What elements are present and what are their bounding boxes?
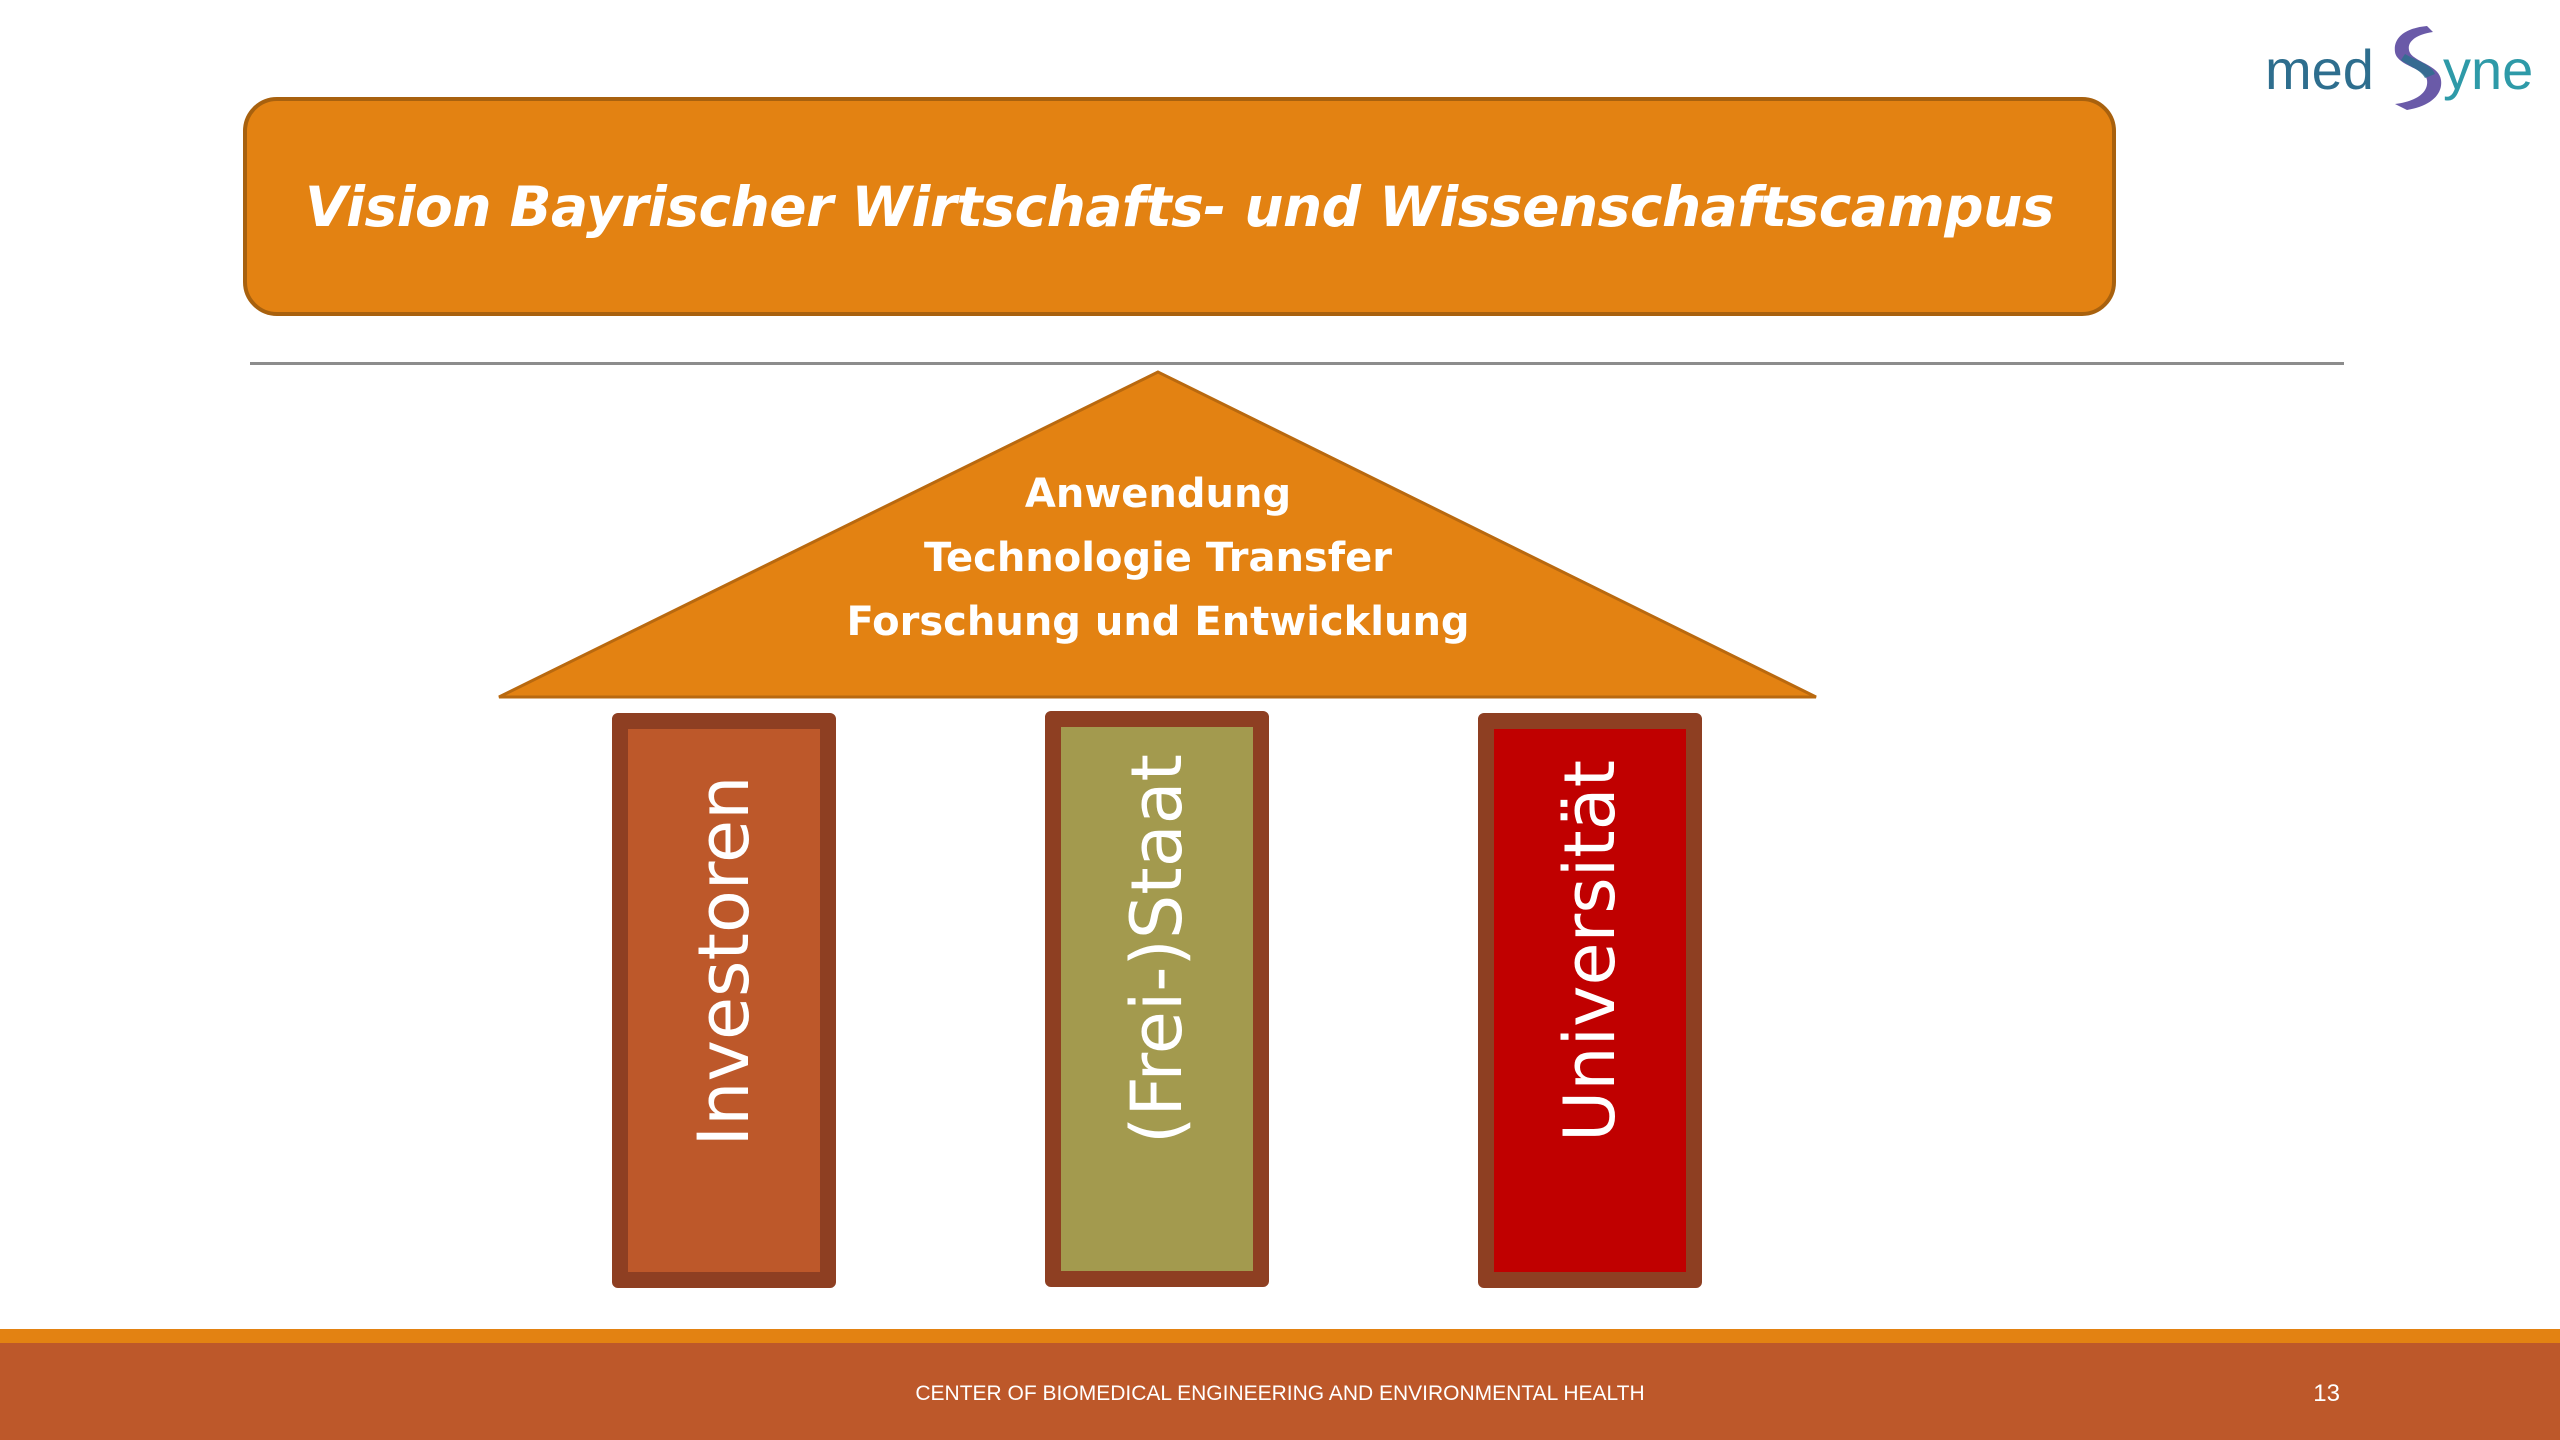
roof-line-forschung: Forschung und Entwicklung: [846, 599, 1470, 645]
pillar-label-investoren: Investoren: [683, 775, 765, 1146]
footer-accent-stripe: [0, 1329, 2560, 1343]
roof-text: Anwendung Technologie Transfer Forschung…: [758, 462, 1558, 654]
pillar-universitaet: Universität: [1478, 713, 1702, 1288]
medsyne-logo: med yne: [2265, 26, 2533, 110]
logo-s-mark-accent: [2401, 54, 2435, 78]
roof-line-technologie-transfer: Technologie Transfer: [924, 535, 1392, 581]
page-number: 13: [2313, 1380, 2340, 1407]
pillar-label-staat: (Frei-)Staat: [1116, 754, 1198, 1144]
pillar-label-universitaet: Universität: [1549, 759, 1631, 1142]
footer-bar: [0, 1343, 2560, 1440]
roof-line-anwendung: Anwendung: [1024, 471, 1292, 517]
divider-line: [250, 362, 2344, 365]
logo-text-med: med: [2265, 38, 2374, 101]
logo-text-yne: yne: [2443, 38, 2533, 101]
title-box: Vision Bayrischer Wirtschafts- und Wisse…: [243, 97, 2116, 316]
slide-title: Vision Bayrischer Wirtschafts- und Wisse…: [305, 174, 2054, 239]
footer-text: CENTER OF BIOMEDICAL ENGINEERING AND ENV…: [915, 1382, 1645, 1405]
pillar-investoren: Investoren: [612, 713, 836, 1288]
pillar-staat: (Frei-)Staat: [1045, 711, 1269, 1287]
roof-triangle: [498, 370, 1817, 699]
